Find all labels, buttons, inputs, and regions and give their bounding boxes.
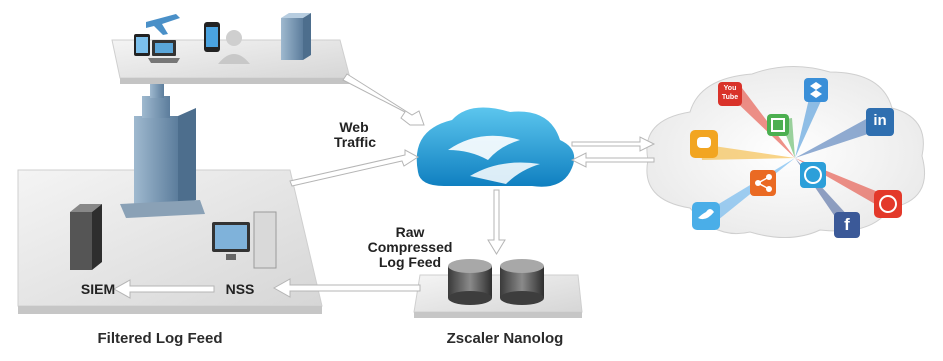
youtube-icon — [718, 82, 742, 106]
evernote-icon — [767, 114, 789, 136]
nanolog-platform — [413, 274, 583, 318]
raw-log-feed-label-line2: Compressed — [367, 239, 453, 255]
web-traffic-label-line2: Traffic — [334, 134, 377, 150]
chat-icon — [690, 130, 718, 158]
zscaler-nanolog-caption: Zscaler Nanolog — [446, 330, 564, 347]
nss-to-siem-arrow — [112, 279, 215, 299]
tablet-icon — [134, 34, 150, 56]
internet-cloud — [646, 65, 926, 239]
web-traffic-label: Web Traffic — [334, 119, 377, 150]
nanolog-to-nss-arrow — [272, 278, 421, 298]
dropbox-icon — [804, 78, 828, 102]
facebook-icon — [834, 212, 860, 238]
youtube-icon-text-line2: Tube — [721, 94, 739, 101]
flow-arrows — [112, 73, 656, 299]
web-traffic-label-line1: Web — [339, 119, 369, 135]
zscaler-to-internet-arrow — [571, 136, 656, 152]
raw-log-feed-label: Raw Compressed Log Feed — [360, 225, 460, 270]
twitter-icon — [692, 202, 720, 230]
share-icon — [750, 170, 776, 196]
skype-icon — [800, 162, 826, 188]
nss-label: NSS — [225, 281, 255, 297]
raw-log-feed-label-line3: Log Feed — [378, 254, 442, 270]
linkedin-icon — [866, 108, 894, 136]
headquarters-building-icon — [120, 84, 205, 218]
youtube-icon-text: You Tube — [718, 84, 742, 102]
branch-office-building-icon — [281, 13, 311, 60]
filtered-log-feed-caption: Filtered Log Feed — [97, 330, 223, 347]
user-avatar-icon — [218, 30, 250, 64]
nss-monitor-icon — [212, 222, 250, 260]
siem-label: SIEM — [80, 281, 116, 297]
users-to-zscaler-arrow — [342, 73, 425, 126]
airplane-icon — [146, 14, 180, 35]
hq-to-zscaler-arrow — [289, 149, 419, 187]
laptop-icon — [148, 40, 180, 63]
raw-log-feed-label-line1: Raw — [395, 224, 425, 240]
facebook-icon-text: f — [844, 215, 850, 234]
zscaler-to-nanolog-arrow — [487, 189, 506, 255]
globe-app-icon — [874, 190, 902, 218]
nanolog-disk-icon — [448, 259, 544, 305]
zscaler-cloud-logo — [416, 107, 575, 187]
linkedin-icon-text: in — [873, 112, 887, 129]
siem-server-icon — [70, 204, 102, 270]
smartphone-icon — [204, 22, 220, 52]
internet-to-zscaler-arrow — [570, 152, 655, 168]
youtube-icon-text-line1: You — [723, 85, 737, 92]
nss-server-icon — [253, 211, 277, 269]
